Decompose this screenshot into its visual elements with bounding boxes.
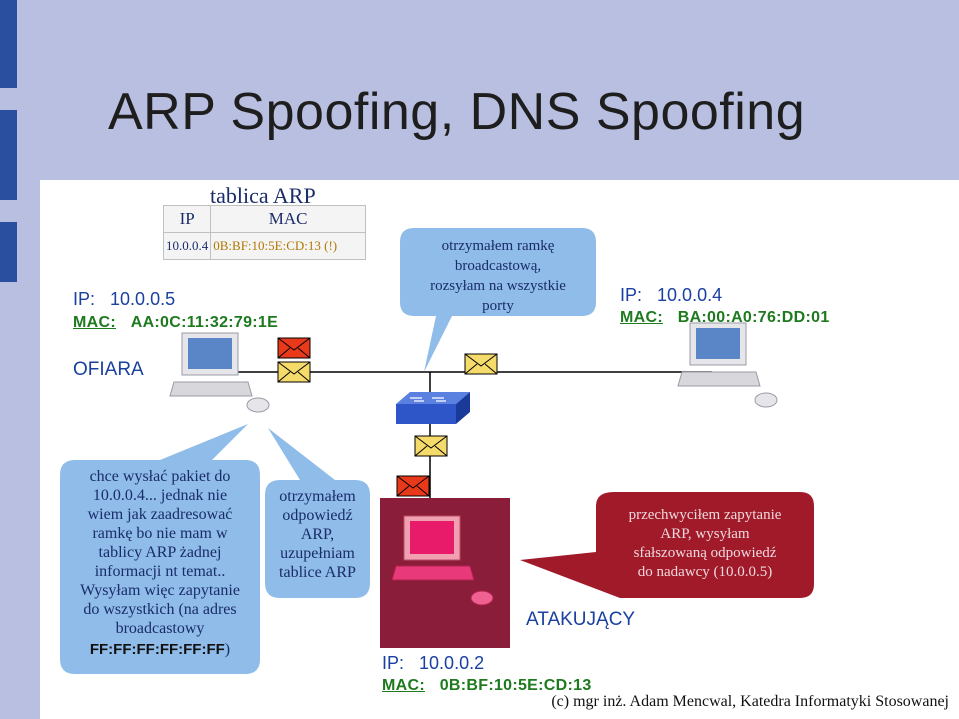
switch-bubble-line: broadcastową, bbox=[454, 258, 542, 274]
victim-mac: MAC: AA:0C:11:32:79:1E bbox=[73, 314, 278, 332]
attacker-role-label: ATAKUJĄCY bbox=[526, 609, 636, 630]
attacker-reply-bubble-text: przechwyciłem zapytanie ARP, wysyłam sfa… bbox=[596, 506, 814, 582]
switch-bubble-line: rozsyłam na wszystkie bbox=[430, 278, 566, 294]
arp-table-cell-mac: 0B:BF:10:5E:CD:13 (!) bbox=[210, 232, 366, 260]
arp-table: IP MAC 10.0.0.4 0B:BF:10:5E:CD:13 (!) bbox=[162, 205, 366, 260]
envelope-yellow-icon-3 bbox=[414, 435, 448, 457]
victim-reply-line: otrzymałem bbox=[279, 488, 356, 505]
attacker-ip-value: 10.0.0.2 bbox=[419, 653, 485, 673]
attacker-mac-value: 0B:BF:10:5E:CD:13 bbox=[439, 677, 592, 694]
broadcast-mac: FF:FF:FF:FF:FF:FF bbox=[89, 641, 225, 658]
target-mac: MAC: BA:00:A0:76:DD:01 bbox=[620, 309, 830, 327]
victim-request-line: wiem jak zaadresować bbox=[87, 506, 233, 523]
edge-bar-1 bbox=[0, 0, 17, 88]
victim-ip-label: IP: bbox=[73, 289, 96, 309]
victim-mac-label: MAC: bbox=[73, 314, 116, 331]
edge-bar-3 bbox=[0, 222, 17, 282]
victim-request-mac-line: FF:FF:FF:FF:FF:FF) bbox=[60, 640, 260, 659]
attacker-reply-line: sfałszowaną odpowiedź bbox=[633, 545, 777, 561]
victim-reply-speech-bubble bbox=[265, 428, 370, 598]
credit-text: (c) mgr inż. Adam Mencwal, Katedra Infor… bbox=[551, 693, 949, 710]
target-ip: IP: 10.0.0.4 bbox=[620, 285, 722, 306]
victim-mac-value: AA:0C:11:32:79:1E bbox=[130, 314, 279, 331]
switch-bubble-text: otrzymałem ramkę broadcastową, rozsyłam … bbox=[400, 236, 596, 316]
envelope-yellow-icon-1 bbox=[277, 361, 311, 383]
victim-reply-line: uzupełniam bbox=[280, 545, 355, 562]
target-computer-icon bbox=[677, 322, 778, 408]
victim-request-line: broadcastowy bbox=[115, 620, 205, 637]
victim-request-speech-bubble bbox=[60, 424, 260, 674]
attacker-computer-icon bbox=[391, 515, 494, 606]
attacker-ip: IP: 10.0.0.2 bbox=[382, 653, 484, 674]
arp-table-header-ip: IP bbox=[162, 205, 212, 233]
target-mac-label: MAC: bbox=[620, 309, 663, 326]
broadcast-mac-close: ) bbox=[224, 641, 231, 658]
victim-request-line: do wszystkich (na adres bbox=[83, 601, 237, 618]
switch-bubble-line: otrzymałem ramkę bbox=[441, 238, 555, 254]
attacker-reply-line: do nadawcy (10.0.0.5) bbox=[637, 564, 773, 580]
attacker-reply-line: ARP, wysyłam bbox=[660, 526, 750, 542]
victim-reply-line: tablice ARP bbox=[279, 564, 356, 581]
victim-role-label: OFIARA bbox=[73, 359, 144, 380]
victim-request-line: chce wysłać pakiet do bbox=[89, 468, 231, 485]
attacker-reply-speech-bubble bbox=[520, 492, 814, 598]
header-band bbox=[0, 0, 959, 180]
switch-bubble-line: porty bbox=[482, 298, 514, 314]
victim-reply-bubble-text: otrzymałem odpowiedź ARP, uzupełniam tab… bbox=[265, 487, 370, 582]
switch-speech-bubble bbox=[400, 228, 596, 372]
target-ip-value: 10.0.0.4 bbox=[657, 285, 723, 305]
victim-request-line: ramkę bo nie mam w bbox=[92, 525, 228, 542]
victim-request-line: tablicy ARP żadnej bbox=[98, 544, 222, 561]
envelope-red-icon-1 bbox=[277, 337, 311, 359]
victim-ip-value: 10.0.0.5 bbox=[110, 289, 176, 309]
victim-ip: IP: 10.0.0.5 bbox=[73, 289, 175, 310]
victim-reply-line: ARP, bbox=[300, 526, 335, 543]
edge-bar-2 bbox=[0, 110, 17, 200]
envelope-red-icon-2 bbox=[396, 475, 430, 497]
attacker-ip-label: IP: bbox=[382, 653, 405, 673]
attacker-mac: MAC: 0B:BF:10:5E:CD:13 bbox=[382, 677, 592, 695]
arp-table-cell-ip: 10.0.0.4 bbox=[162, 232, 212, 260]
attacker-reply-line: przechwyciłem zapytanie bbox=[628, 507, 782, 523]
victim-request-bubble-text: chce wysłać pakiet do 10.0.0.4... jednak… bbox=[60, 467, 260, 659]
arp-table-title: tablica ARP bbox=[210, 183, 316, 208]
attacker-mac-label: MAC: bbox=[382, 677, 425, 694]
victim-request-line: informacji nt temat.. bbox=[94, 563, 226, 580]
slide-title: ARP Spoofing, DNS Spoofing bbox=[108, 83, 806, 141]
victim-request-line: Wysyłam więc zapytanie bbox=[80, 582, 240, 599]
envelope-yellow-icon-2 bbox=[464, 353, 498, 375]
target-ip-label: IP: bbox=[620, 285, 643, 305]
arp-table-header-mac: MAC bbox=[210, 205, 366, 233]
network-switch-icon bbox=[396, 392, 470, 424]
target-mac-value: BA:00:A0:76:DD:01 bbox=[677, 309, 830, 326]
victim-computer-icon bbox=[169, 332, 270, 413]
victim-request-line: 10.0.0.4... jednak nie bbox=[92, 487, 228, 504]
victim-reply-line: odpowiedź bbox=[282, 507, 353, 524]
